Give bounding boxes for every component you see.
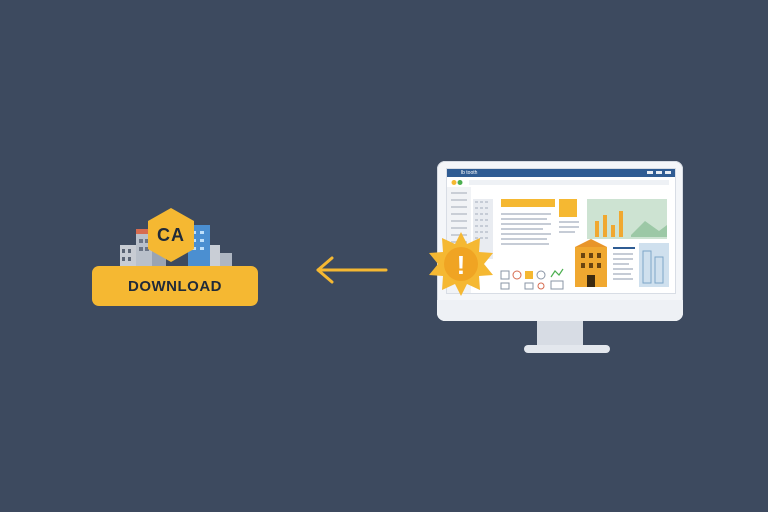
- toolbar-icons[interactable]: [451, 179, 467, 186]
- ca-badge-label: CA: [157, 224, 185, 245]
- warning-burst-icon: [429, 232, 493, 296]
- exclamation-icon: !: [456, 249, 466, 280]
- ca-download-group: CA DOWNLOAD: [0, 0, 300, 330]
- window-title: lb tooth: [461, 170, 478, 176]
- monitor-stand-base: [524, 345, 610, 353]
- monitor-stand: [537, 321, 583, 345]
- address-bar[interactable]: [469, 180, 669, 185]
- ca-badge: CA: [146, 207, 196, 263]
- monitor-chin: [437, 300, 683, 321]
- window-controls[interactable]: [647, 171, 671, 174]
- alert-badge[interactable]: !: [426, 230, 496, 300]
- hexagon-icon: [148, 208, 194, 262]
- dashboard-content: [473, 199, 669, 290]
- download-button[interactable]: DOWNLOAD: [92, 266, 258, 306]
- window-title-bar: lb tooth: [447, 169, 675, 177]
- arrow-left-icon: [316, 256, 388, 284]
